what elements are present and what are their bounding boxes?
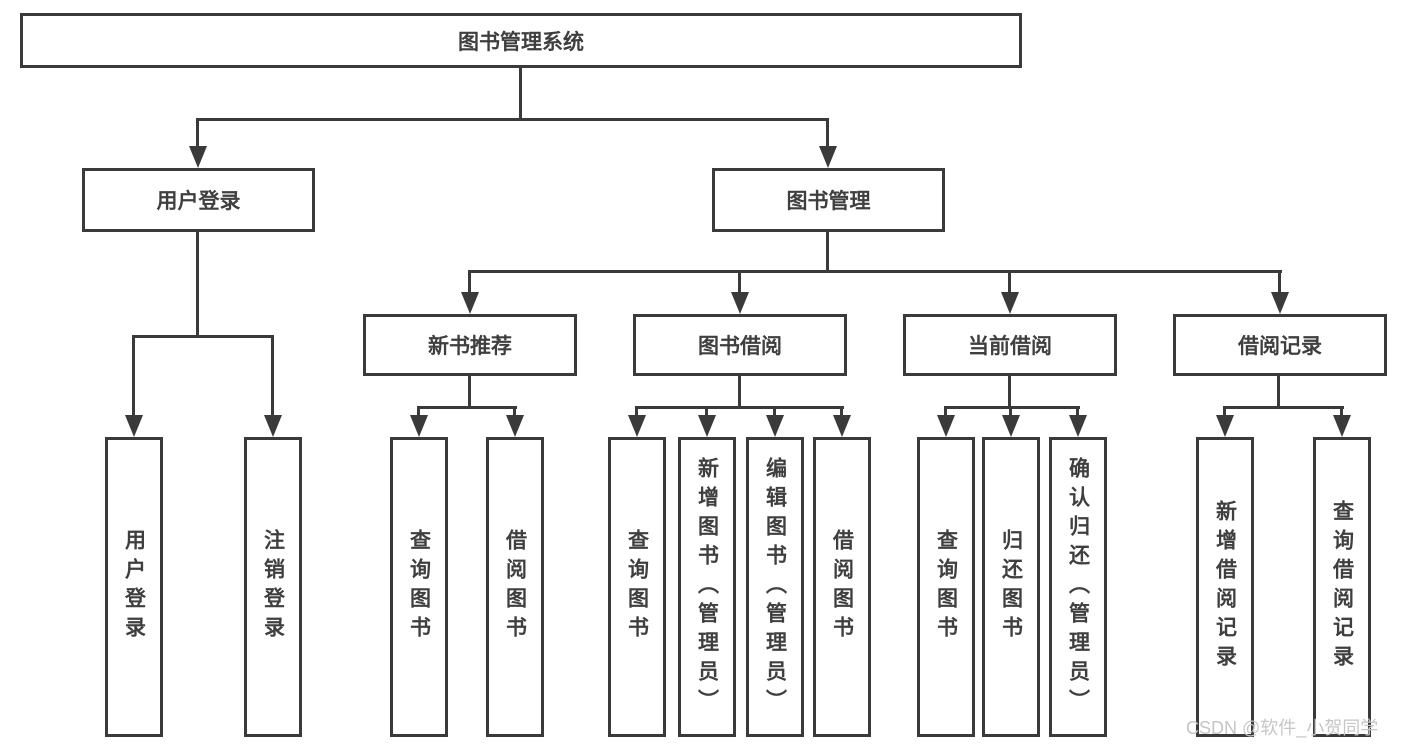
arrowhead-icon (410, 415, 428, 437)
leaf-add-book-admin-label: 新增图书（管理员） (695, 456, 719, 718)
leaf-return-book-label: 归还图书 (999, 529, 1023, 645)
node-library-management-system-label: 图书管理系统 (458, 30, 584, 54)
connector-to-book-borrow (738, 270, 741, 292)
connector-to-new-book-recommend (468, 270, 471, 292)
leaf-edit-book-admin-label: 编辑图书（管理员） (763, 456, 787, 718)
connector-user-login-splitter (132, 335, 274, 338)
connector-book-borrow-stem (738, 376, 741, 408)
connector-to-borrow-records (1278, 270, 1281, 292)
leaf-edit-book-admin: 编辑图书（管理员） (746, 437, 804, 737)
leaf-query-borrow-record-label: 查询借阅记录 (1330, 500, 1354, 674)
watermark-text: CSDN @软件_小贺同学 (1186, 718, 1379, 738)
arrowhead-icon (189, 146, 207, 168)
leaf-logout-label: 注销登录 (261, 529, 285, 645)
connector-leaf-stem (944, 406, 947, 415)
connector-to-leaf-user-login (132, 335, 135, 415)
connector-borrow-records-splitter (1223, 406, 1344, 409)
node-user-login-label: 用户登录 (156, 190, 241, 213)
leaf-add-book-admin: 新增图书（管理员） (678, 437, 736, 737)
connector-to-current-borrow (1008, 270, 1011, 292)
node-book-management: 图书管理 (712, 168, 945, 232)
connector-book-management-splitter (468, 270, 1282, 273)
arrowhead-icon (833, 415, 851, 437)
arrowhead-icon (1333, 415, 1351, 437)
arrowhead-icon (264, 415, 282, 437)
leaf-recommend-query-book-label: 查询图书 (407, 529, 431, 645)
connector-to-book-management (826, 118, 829, 146)
connector-leaf-stem (1223, 406, 1226, 415)
arrowhead-icon (461, 292, 479, 314)
connector-new-book-recommend-stem (468, 376, 471, 408)
leaf-return-book: 归还图书 (982, 437, 1040, 737)
leaf-add-borrow-record-label: 新增借阅记录 (1213, 500, 1237, 674)
leaf-borrow-query-book: 查询图书 (608, 437, 666, 737)
leaf-recommend-borrow-book: 借阅图书 (486, 437, 544, 737)
node-book-management-label: 图书管理 (786, 190, 871, 213)
arrowhead-icon (1002, 415, 1020, 437)
leaf-logout: 注销登录 (244, 437, 302, 737)
connector-to-leaf-logout (271, 335, 274, 415)
connector-leaf-stem (1076, 406, 1079, 415)
arrowhead-icon (731, 292, 749, 314)
connector-current-borrow-stem (1008, 376, 1011, 408)
node-user-login: 用户登录 (82, 168, 315, 232)
arrowhead-icon (1001, 292, 1019, 314)
connector-leaf-stem (635, 406, 638, 415)
node-library-management-system: 图书管理系统 (20, 13, 1022, 68)
node-current-borrow: 当前借阅 (903, 314, 1117, 376)
connector-leaf-stem (840, 406, 843, 415)
leaf-recommend-query-book: 查询图书 (390, 437, 448, 737)
connector-leaf-stem (513, 406, 516, 415)
connector-root-splitter (196, 118, 829, 121)
arrowhead-icon (125, 415, 143, 437)
node-book-borrow: 图书借阅 (633, 314, 847, 376)
leaf-query-borrow-record: 查询借阅记录 (1313, 437, 1371, 737)
node-new-book-recommend: 新书推荐 (363, 314, 577, 376)
arrowhead-icon (1271, 292, 1289, 314)
connector-current-borrow-splitter (944, 406, 1080, 409)
connector-borrow-records-stem (1277, 376, 1280, 408)
leaf-current-query-book: 查询图书 (917, 437, 975, 737)
connector-root-stem (519, 68, 522, 120)
node-borrow-records-label: 借阅记录 (1238, 335, 1322, 358)
leaf-borrow-book: 借阅图书 (813, 437, 871, 737)
arrowhead-icon (937, 415, 955, 437)
connector-book-management-stem (826, 232, 829, 272)
leaf-confirm-return-admin: 确认归还（管理员） (1049, 437, 1107, 737)
connector-leaf-stem (1009, 406, 1012, 415)
leaf-borrow-query-book-label: 查询图书 (625, 529, 649, 645)
connector-leaf-stem (773, 406, 776, 415)
arrowhead-icon (1069, 415, 1087, 437)
arrowhead-icon (819, 146, 837, 168)
leaf-user-login-label: 用户登录 (122, 529, 146, 645)
leaf-add-borrow-record: 新增借阅记录 (1196, 437, 1254, 737)
leaf-borrow-book-label: 借阅图书 (830, 529, 854, 645)
arrowhead-icon (628, 415, 646, 437)
connector-leaf-stem (417, 406, 420, 415)
leaf-confirm-return-admin-label: 确认归还（管理员） (1066, 456, 1090, 718)
connector-leaf-stem (705, 406, 708, 415)
node-borrow-records: 借阅记录 (1173, 314, 1387, 376)
leaf-recommend-borrow-book-label: 借阅图书 (503, 529, 527, 645)
connector-new-book-recommend-splitter (417, 406, 517, 409)
arrowhead-icon (766, 415, 784, 437)
connector-to-user-login (196, 118, 199, 146)
node-new-book-recommend-label: 新书推荐 (428, 335, 512, 358)
arrowhead-icon (506, 415, 524, 437)
leaf-current-query-book-label: 查询图书 (934, 529, 958, 645)
connector-user-login-stem (196, 232, 199, 338)
leaf-user-login: 用户登录 (105, 437, 163, 737)
arrowhead-icon (1216, 415, 1234, 437)
node-book-borrow-label: 图书借阅 (698, 335, 782, 358)
node-current-borrow-label: 当前借阅 (968, 335, 1052, 358)
arrowhead-icon (698, 415, 716, 437)
connector-leaf-stem (1340, 406, 1343, 415)
connector-book-borrow-splitter (635, 406, 844, 409)
